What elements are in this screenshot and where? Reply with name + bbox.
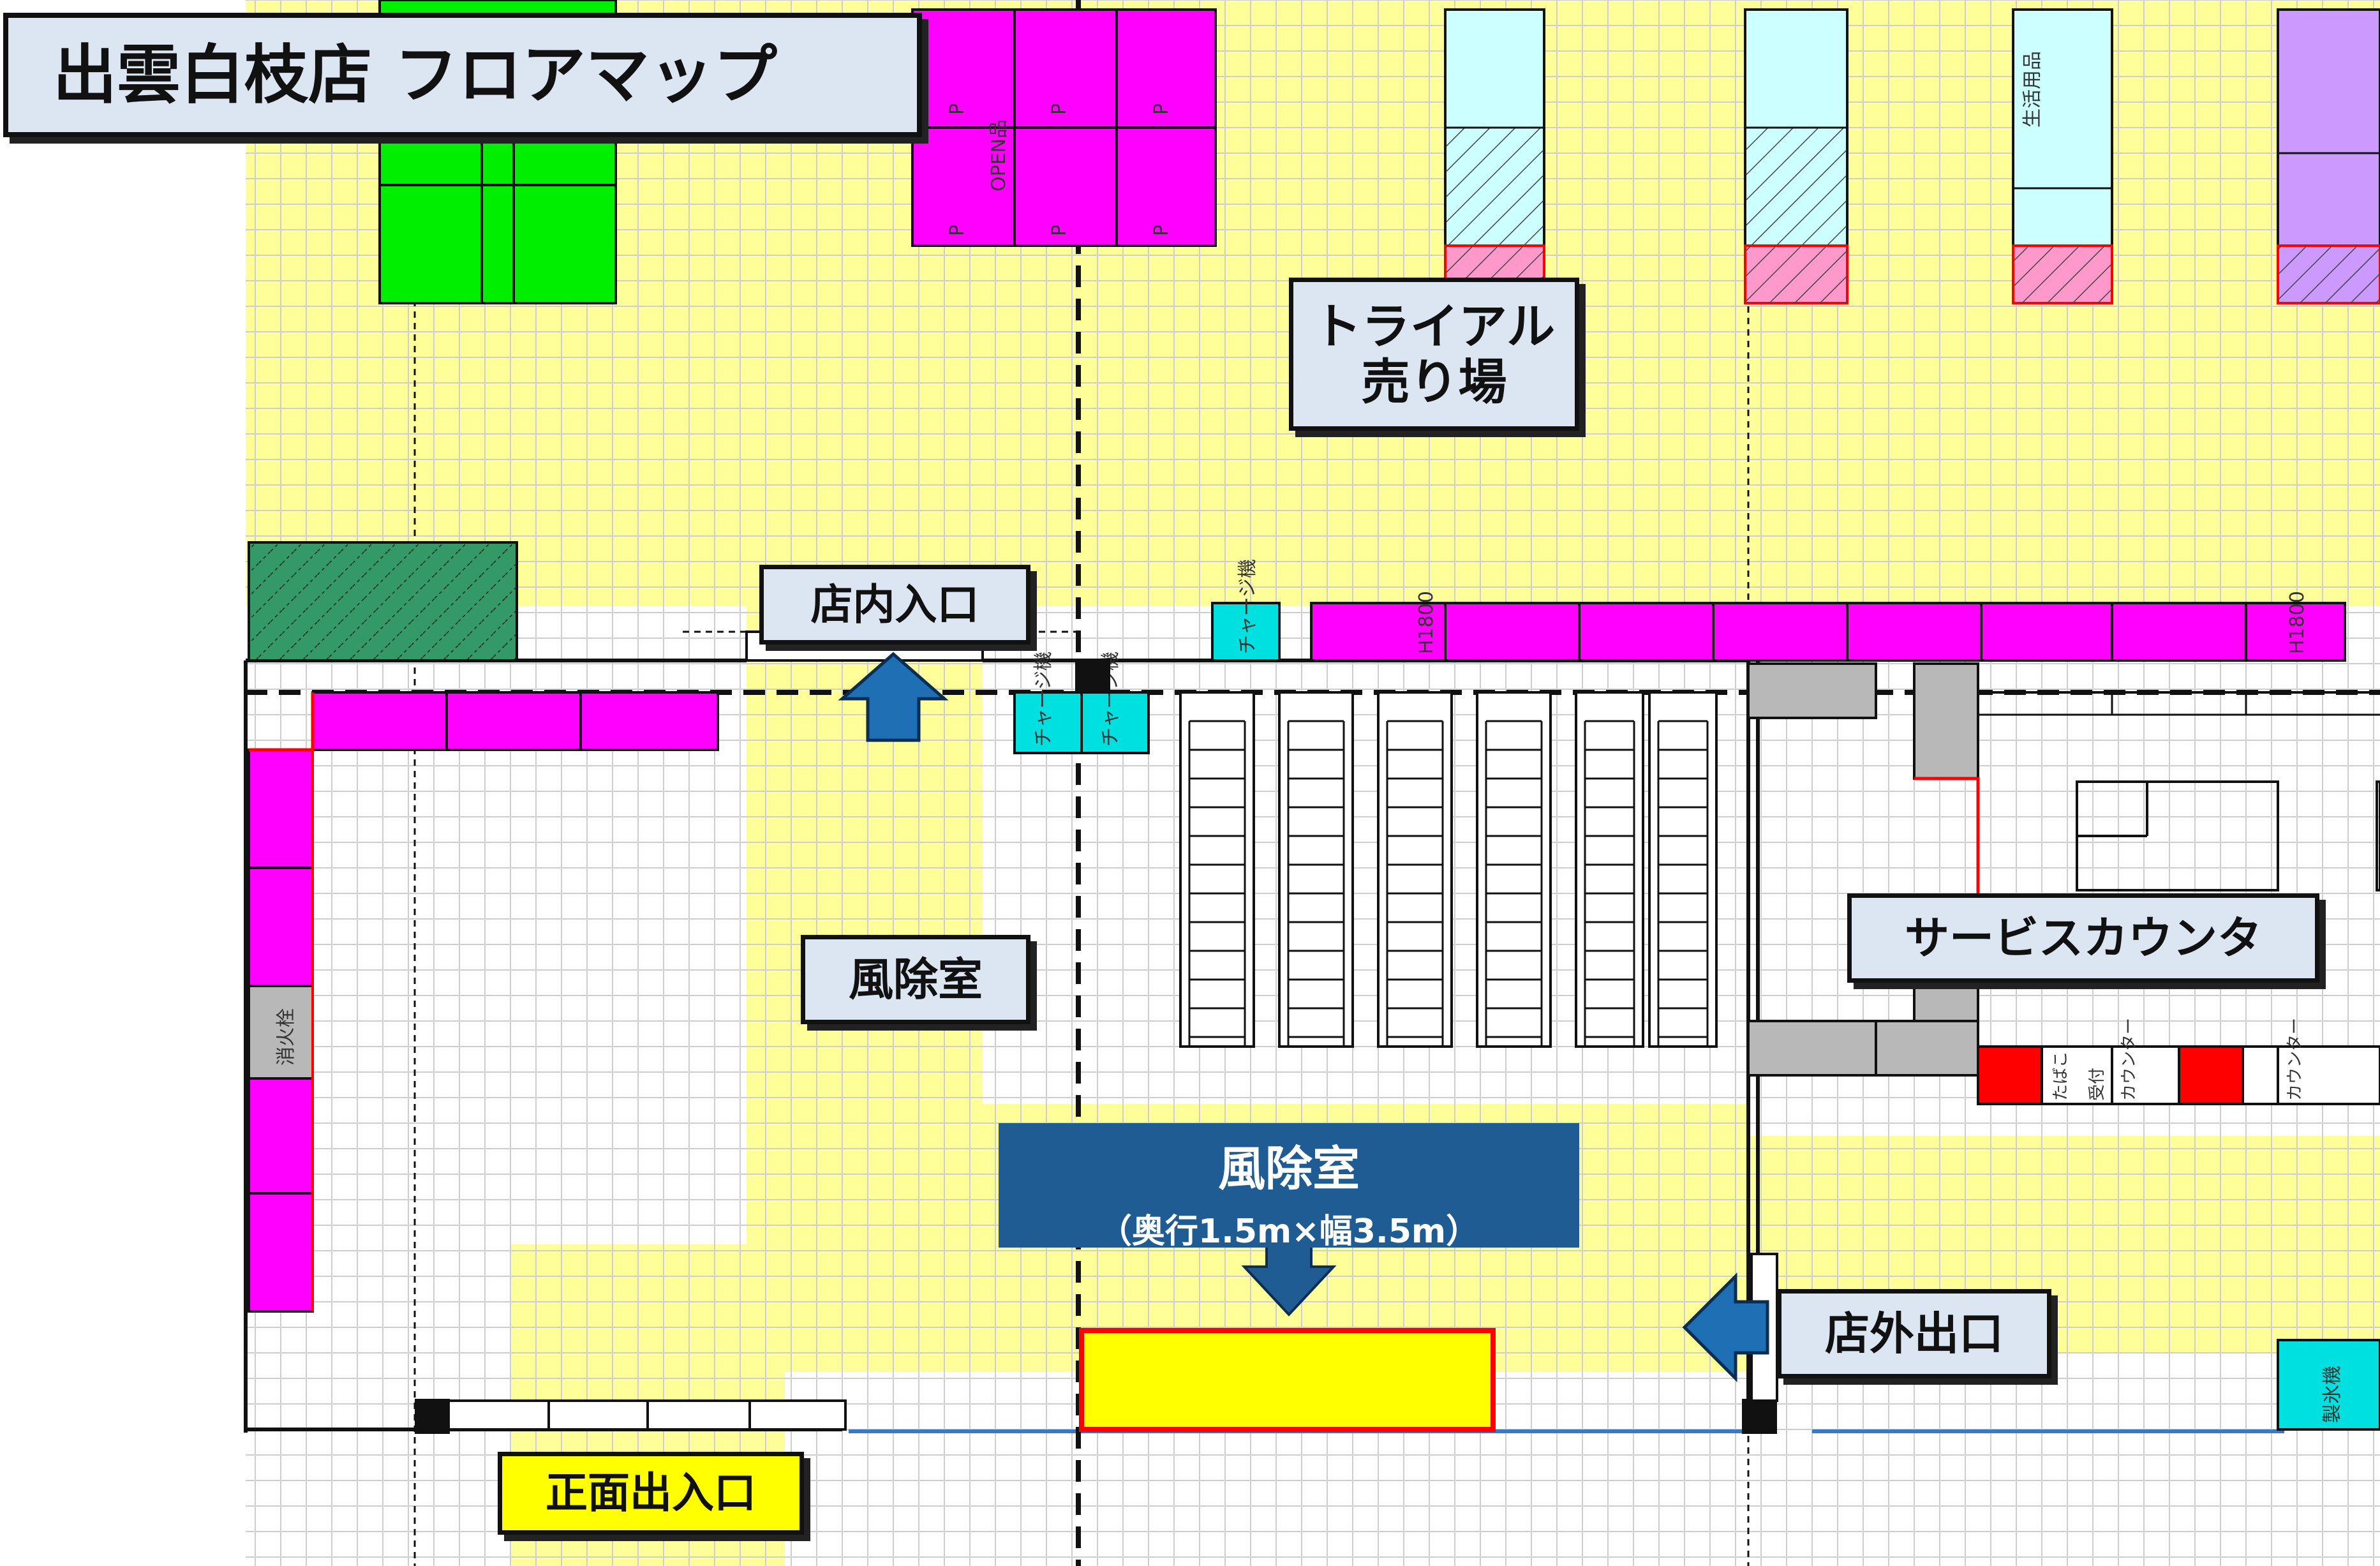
ice-machine-label: 製氷機 [2321,1366,2344,1423]
p-label: P [1048,103,1071,115]
counter-label-d: カウンター [2286,1018,2305,1101]
p-label: P [1150,103,1173,115]
counter-row: たばこ 受付 カウンター カウンター [1977,1018,2380,1105]
open-item-label: OPEN品 [988,119,1010,191]
h1800-label: H1800 [2286,591,2309,654]
charger-stands: チャージ機 チャージ機 チャージ機 [1013,559,1281,754]
charger-label: チャージ機 [1032,652,1055,747]
service-counter-label: サービスカウンタ [1847,893,2319,983]
p-label: P [1048,225,1071,236]
front-entrance-label: 正面出入口 [498,1452,804,1535]
callout-size: （奥行1.5m×幅3.5m） [1098,1212,1480,1251]
columns [415,659,1777,1434]
lavender-shelf [2277,8,2380,304]
entrance-arrow [838,652,949,742]
h1800-label: H1800 [1415,591,1438,654]
light-blue-shelves: 生活用品 [1444,8,2113,304]
windbreak-callout: 風除室 （奥行1.5m×幅3.5m） [999,1123,1579,1251]
counter-label-c: カウンター [2120,1018,2139,1101]
charger-label: チャージ機 [1237,559,1259,654]
open-item-shelves: P OPEN品 P P P P P [911,8,1217,247]
trial-line2: 売り場 [1361,354,1507,410]
magenta-shelf-row: H1800 H1800 [1310,591,2346,662]
fire-hydrant-label: 消火栓 [275,1008,297,1066]
exit-label: 店外出口 [1777,1289,2051,1378]
trial-sales-floor-label: トライアル 売り場 [1289,278,1579,431]
store-entrance-label: 店内入口 [759,565,1030,645]
cart-racks [1179,691,1718,1048]
trial-line1: トライアル [1313,297,1556,355]
windbreak-room [1079,1328,1496,1432]
p-label: P [946,225,969,236]
ice-machine: 製氷機 [2277,1339,2380,1431]
counter-label-a: たばこ [2051,1051,2071,1101]
front-doors [445,1399,847,1431]
daily-goods-label: 生活用品 [2021,51,2044,128]
page-title: 出雲白枝店 フロアマップ [3,13,922,137]
dark-green-block [248,541,518,662]
windbreak-label: 風除室 [801,935,1030,1024]
p-label: P [946,103,969,115]
exit-arrow [1682,1272,1769,1383]
service-desk [2076,780,2380,891]
p-label: P [1150,225,1173,236]
left-wall-shelves: 消火栓 [248,691,719,1313]
callout-title: 風除室 [1218,1142,1360,1197]
counter-label-b: 受付 [2088,1068,2107,1101]
gray-blocks [1747,662,1979,1077]
